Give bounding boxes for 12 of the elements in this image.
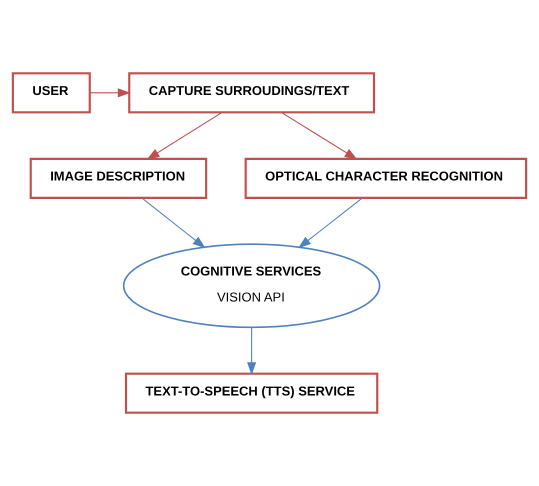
arrow bbox=[247, 327, 256, 376]
arrow bbox=[281, 112, 358, 160]
arrow bbox=[142, 198, 206, 248]
arrow bbox=[146, 112, 222, 160]
node-box: IMAGE DESCRIPTION bbox=[30, 158, 208, 199]
node-box: TEXT-TO-SPEECH (TTS) SERVICE bbox=[124, 372, 378, 414]
node-box: USER bbox=[12, 72, 91, 114]
node-box: OPTICAL CHARACTER RECOGNITION bbox=[244, 158, 528, 199]
node-box: CAPTURE SURROUDINGS/TEXT bbox=[128, 72, 376, 114]
arrow bbox=[90, 88, 131, 98]
node-ellipse: COGNITIVE SERVICES VISION API bbox=[122, 243, 380, 328]
arrow bbox=[298, 198, 363, 248]
